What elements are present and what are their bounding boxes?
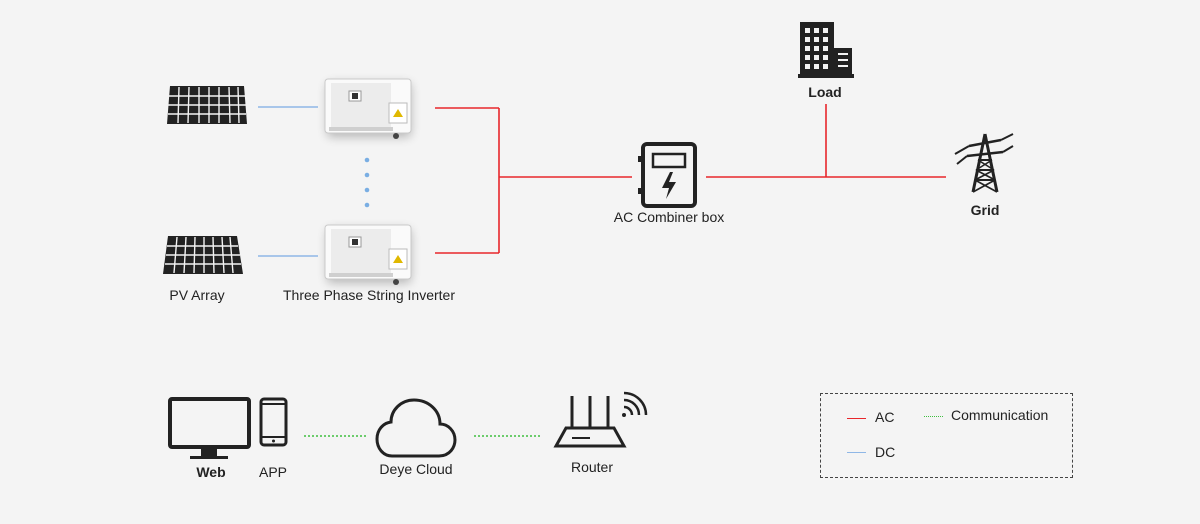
legend-dc-swatch: [847, 452, 866, 453]
label-deye-cloud: Deye Cloud: [379, 461, 453, 477]
solar-panel-icon: [163, 236, 243, 274]
legend: AC Communication DC: [820, 393, 1073, 478]
dc-lines: [258, 106, 318, 257]
solar-panel-icon: [167, 86, 247, 124]
inverter-icon: [324, 78, 412, 139]
label-load: Load: [808, 84, 842, 100]
legend-ac-swatch: [847, 418, 866, 419]
label-grid: Grid: [970, 202, 1000, 218]
building-icon: [798, 22, 854, 78]
label-pv-array: PV Array: [169, 287, 225, 303]
cloud-icon: [375, 398, 457, 458]
ellipsis-dots: [364, 157, 370, 208]
ac-lines: [435, 104, 946, 254]
legend-ac-label: AC: [875, 409, 895, 425]
inverter-icon: [324, 224, 412, 285]
transmission-tower-icon: [954, 133, 1014, 193]
monitor-icon: [168, 397, 251, 459]
legend-communication-label: Communication: [951, 407, 1049, 423]
label-app: APP: [258, 464, 288, 480]
legend-dc-label: DC: [875, 444, 896, 460]
router-icon: [553, 391, 648, 448]
combiner-box-icon: [638, 142, 697, 208]
label-router: Router: [570, 459, 614, 475]
label-combiner-box: AC Combiner box: [613, 209, 725, 225]
phone-icon: [259, 397, 288, 447]
label-web: Web: [196, 464, 226, 480]
label-inverter: Three Phase String Inverter: [283, 287, 455, 303]
legend-communication-swatch: [924, 416, 943, 417]
